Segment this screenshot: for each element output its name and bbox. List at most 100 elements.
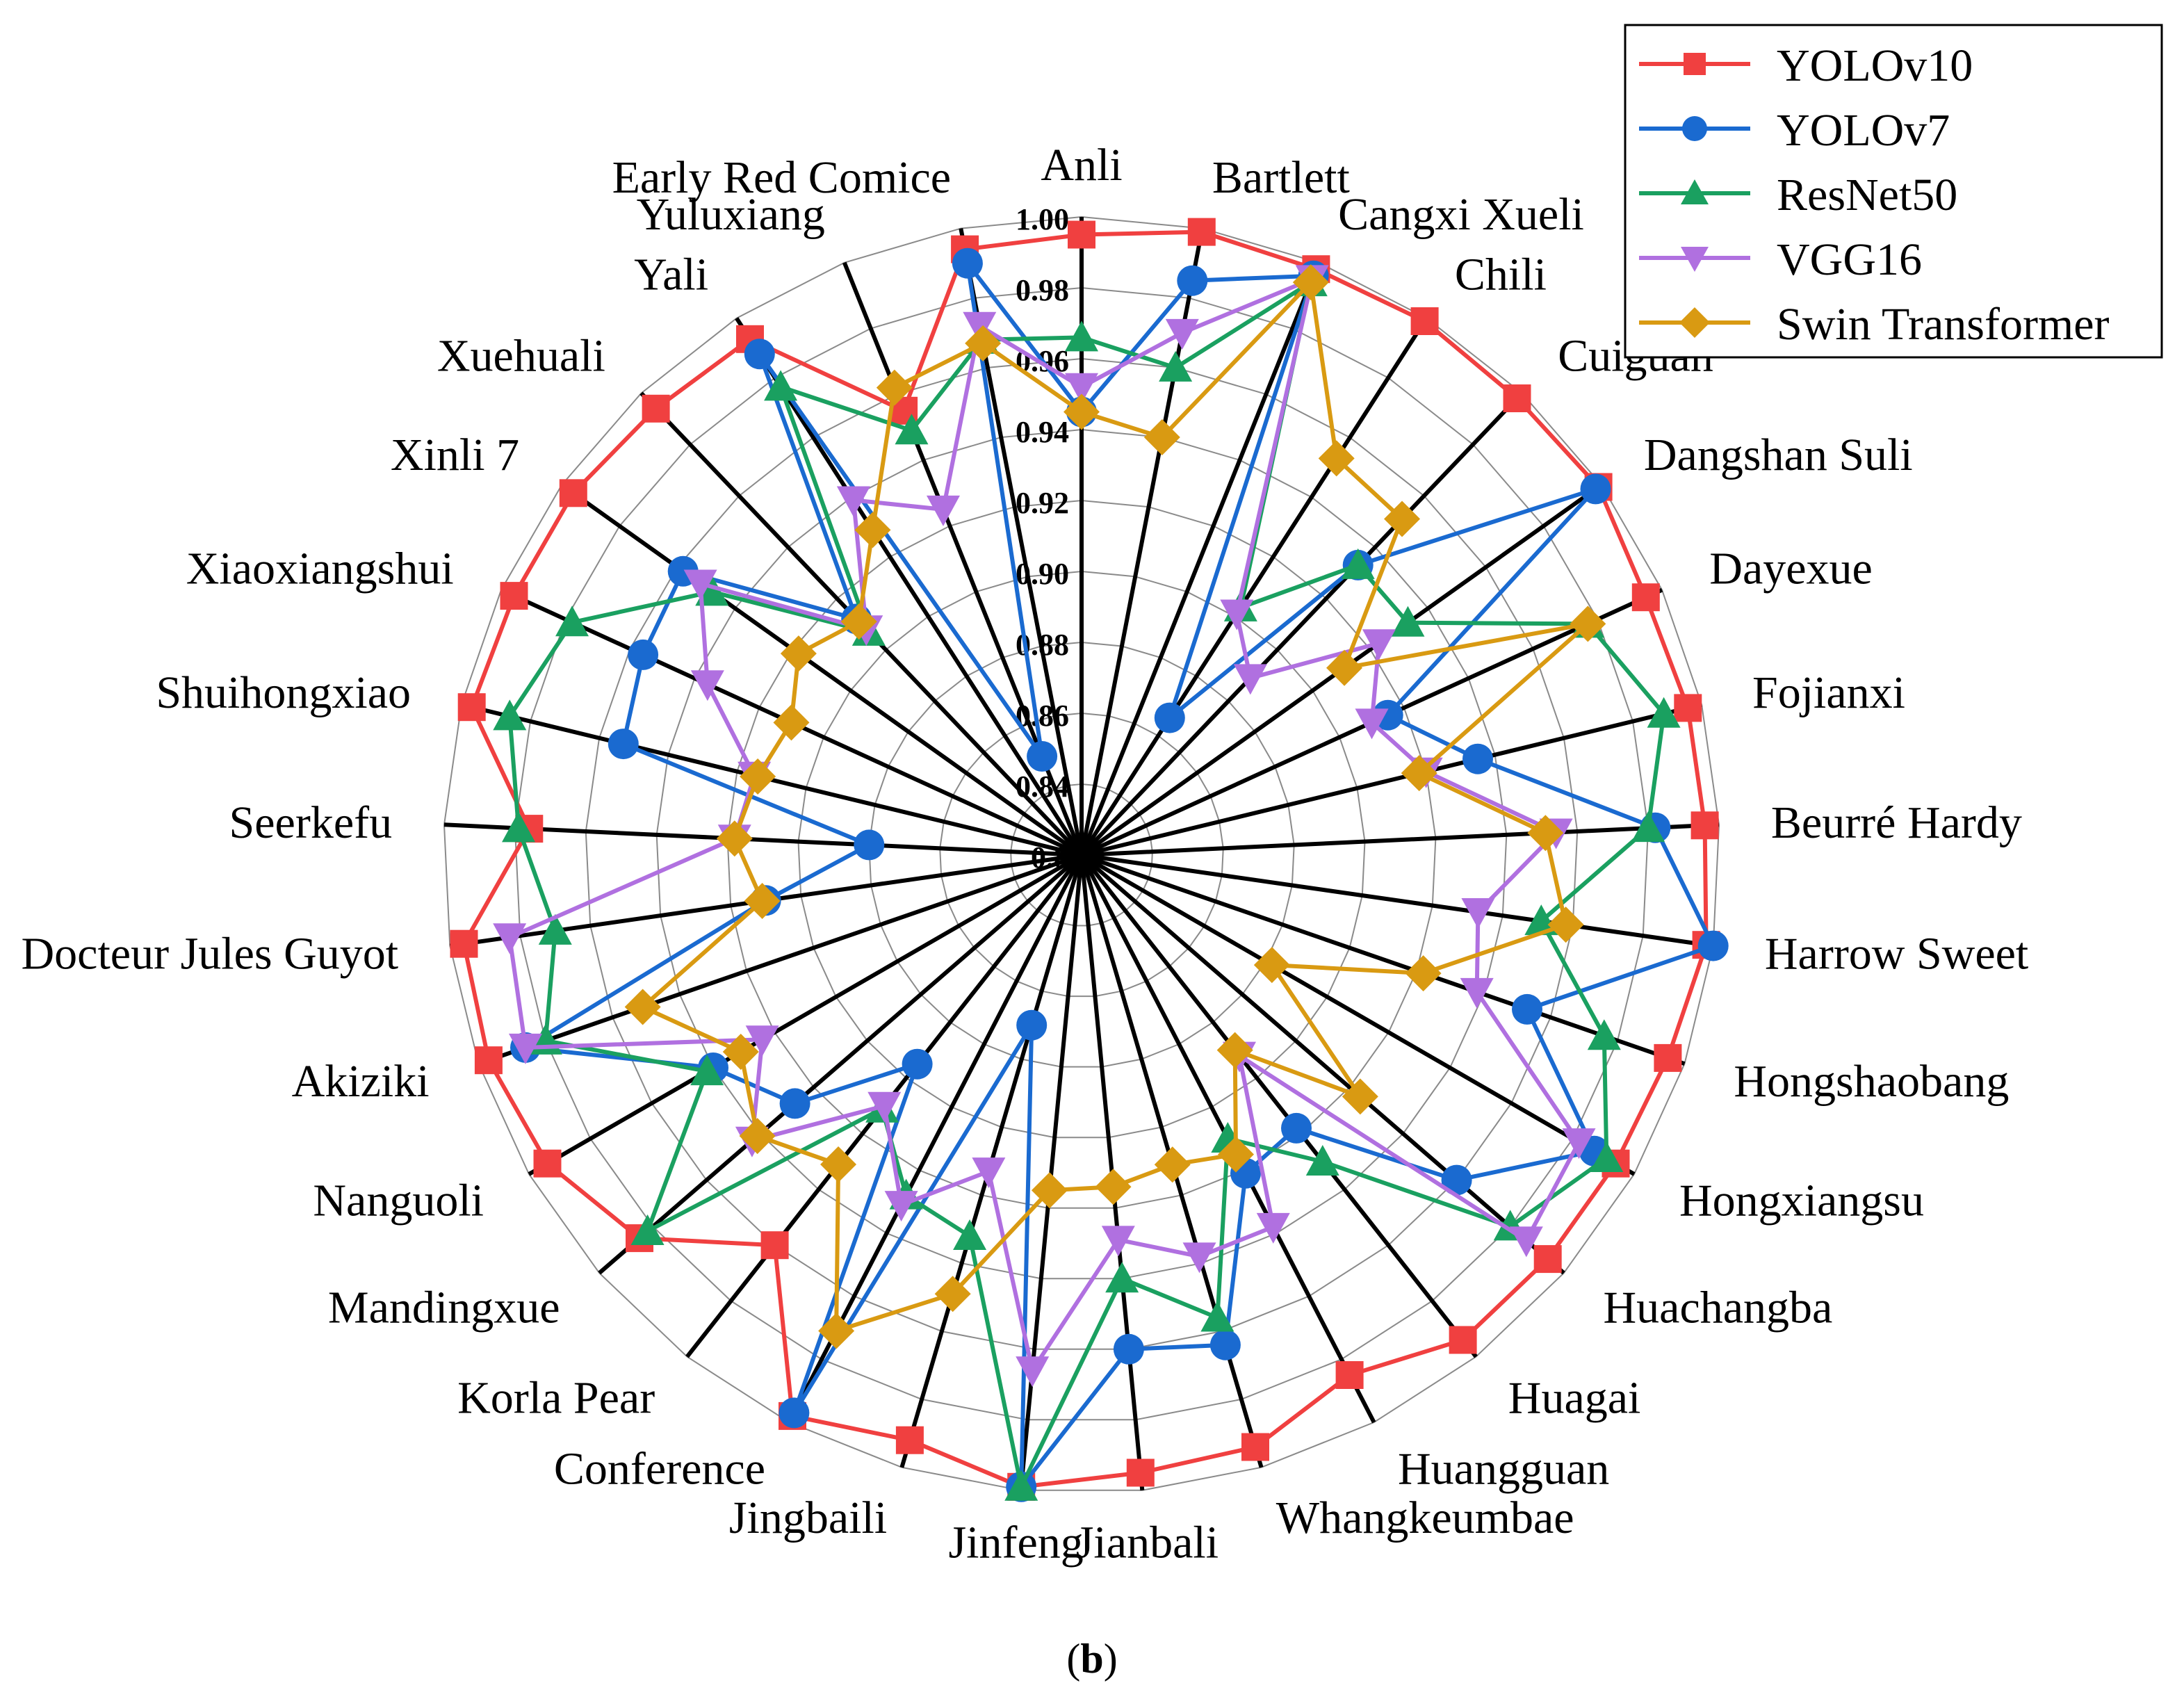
data-point-marker (1200, 1301, 1234, 1332)
data-point-marker (895, 414, 929, 445)
data-point-marker (533, 1149, 562, 1178)
data-point-marker (739, 1118, 776, 1155)
data-point-marker (1355, 708, 1389, 740)
category-label: Cangxi Xueli (1338, 189, 1584, 240)
radial-tick-label: 0.90 (1016, 557, 1069, 591)
category-label: Conference (554, 1444, 765, 1495)
data-point-marker (895, 1426, 924, 1454)
data-point-marker (1165, 318, 1199, 350)
data-point-marker (764, 370, 798, 401)
data-point-marker (1113, 1333, 1144, 1365)
data-point-marker (1154, 1146, 1191, 1183)
data-point-marker (1449, 1326, 1477, 1354)
spoke-line (1081, 822, 1720, 857)
data-point-marker (1159, 350, 1193, 382)
data-point-marker (722, 1034, 759, 1071)
spoke-line (1080, 853, 1636, 1176)
data-point-marker (457, 693, 486, 722)
data-point-marker (1027, 741, 1058, 772)
data-point-marker (1068, 220, 1095, 249)
data-point-marker (1187, 218, 1216, 246)
grid-ring (726, 499, 1437, 1209)
data-point-marker (1031, 1172, 1068, 1209)
legend-label: VGG16 (1777, 234, 1922, 285)
category-label: Shuihongxiao (156, 667, 411, 718)
data-point-marker (779, 1088, 810, 1119)
data-point-marker (854, 829, 885, 861)
data-point-marker (1441, 1164, 1472, 1196)
data-point-marker (1384, 501, 1421, 537)
caption-letter: b (1080, 1636, 1103, 1682)
data-point-marker (773, 704, 810, 741)
category-label: Huangguan (1398, 1444, 1609, 1495)
spoke-line (478, 853, 1082, 1066)
category-label: Docteur Jules Guyot (22, 928, 399, 979)
data-point-marker (926, 495, 960, 526)
spoke-line (1079, 261, 1321, 856)
category-label: Huagai (1508, 1373, 1641, 1424)
category-label: Whangkeumbae (1276, 1493, 1574, 1543)
spoke-line (1079, 391, 1524, 857)
radial-tick-label: 0.8 (1031, 840, 1069, 875)
spoke-line (1079, 854, 1478, 1358)
data-point-marker (1105, 1262, 1139, 1293)
spoke-line (1081, 853, 1714, 948)
data-point-marker (493, 923, 527, 954)
data-point-marker (1220, 599, 1254, 631)
data-point-marker (1064, 393, 1100, 430)
data-point-marker (500, 582, 528, 610)
radial-tick-label: 1.00 (1016, 202, 1069, 236)
data-point-marker (1335, 1361, 1364, 1389)
data-point-marker (1101, 1226, 1135, 1257)
data-point-marker (1004, 1470, 1038, 1501)
series-group (493, 266, 1681, 1501)
data-point-marker (1318, 440, 1355, 477)
data-point-marker (1154, 702, 1185, 733)
data-point-marker (502, 811, 536, 843)
data-point-marker (1016, 1009, 1048, 1041)
data-point-marker (1143, 419, 1180, 456)
data-point-marker (1533, 1245, 1562, 1274)
data-point-marker (1681, 179, 1709, 204)
data-point-marker (854, 512, 891, 548)
spoke-line (1081, 853, 1686, 1066)
caption: (b) (1066, 1636, 1117, 1682)
grid-ring (939, 712, 1224, 998)
category-label: Xiaoxiangshui (186, 544, 454, 594)
data-point-marker (1631, 583, 1660, 612)
data-point-marker (1647, 697, 1681, 728)
category-label: Jingbaili (729, 1493, 887, 1543)
data-point-marker (474, 1046, 503, 1075)
spoke-line (560, 483, 1083, 857)
data-point-marker (1182, 1242, 1216, 1274)
data-point-marker (624, 989, 661, 1025)
category-label: Mandingxue (328, 1282, 560, 1333)
data-point-marker (630, 1214, 665, 1246)
data-point-marker (1405, 955, 1442, 992)
series-line (507, 280, 1666, 1489)
data-point-marker (1524, 904, 1558, 936)
data-point-marker (1527, 815, 1564, 852)
data-point-marker (1590, 1141, 1624, 1173)
radial-tick-label: 0.94 (1016, 415, 1069, 449)
data-point-marker (744, 339, 775, 370)
data-point-marker (1065, 373, 1098, 404)
category-label: Akiziki (292, 1056, 430, 1107)
data-point-marker (608, 729, 639, 760)
data-point-marker (953, 1219, 987, 1251)
data-point-marker (642, 394, 670, 423)
data-point-marker (952, 247, 983, 279)
data-point-marker (780, 635, 817, 672)
data-point-marker (450, 929, 478, 958)
data-point-marker (1681, 247, 1709, 272)
data-point-marker (1684, 53, 1706, 75)
category-label: Jinfeng (948, 1518, 1083, 1568)
data-point-marker (934, 1276, 971, 1312)
category-label: Chili (1455, 250, 1547, 300)
data-point-marker (1654, 1043, 1682, 1072)
data-point-marker (1674, 694, 1702, 722)
data-point-marker (1253, 947, 1290, 984)
data-point-marker (559, 479, 587, 507)
